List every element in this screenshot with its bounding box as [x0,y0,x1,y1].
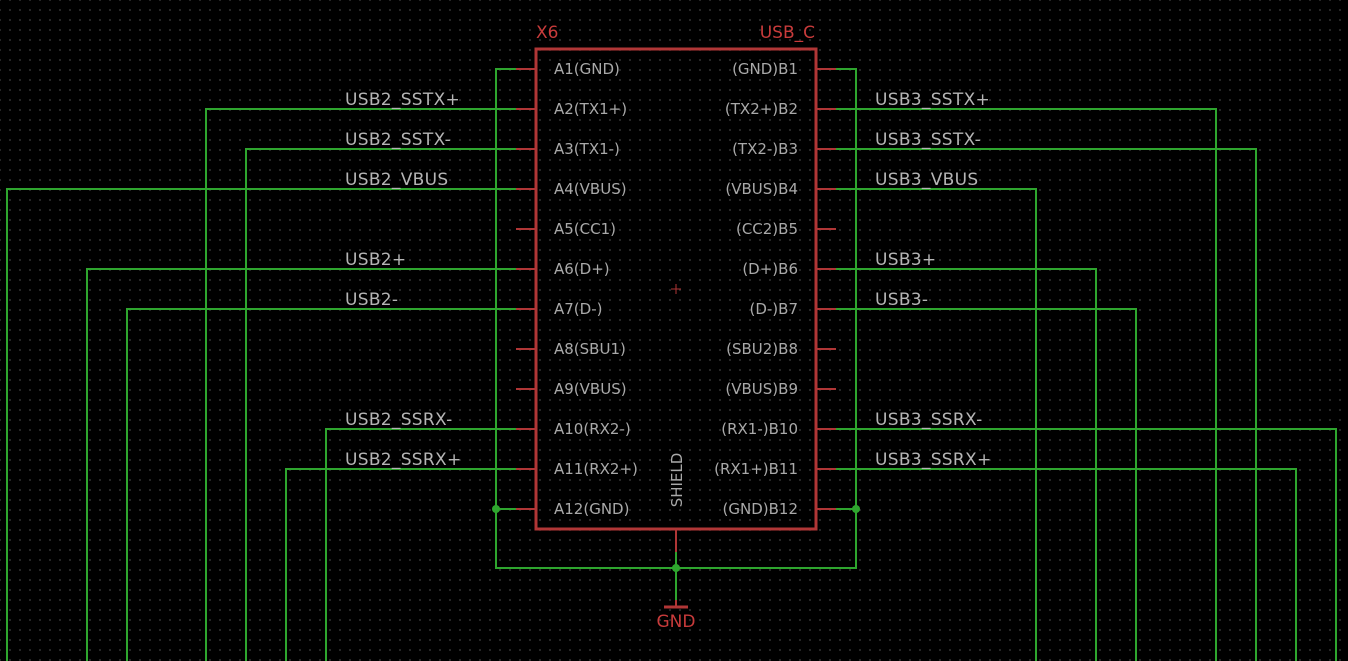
part-value[interactable]: USB_C [760,23,815,43]
pin-label-left: A8(SBU1) [554,340,626,358]
pin-label-right: (TX2-)B3 [732,140,798,158]
pin-label-right: (GND)B1 [732,60,798,78]
net-wire-left[interactable] [126,308,516,661]
gnd-wires[interactable] [495,68,857,600]
net-wire-left[interactable] [86,268,516,661]
pin-label-left: A3(TX1-) [554,140,620,158]
pin-label-left: A7(D-) [554,300,602,318]
net-wires[interactable] [6,108,1337,661]
net-label-left[interactable]: USB2_SSTX+ [345,90,460,110]
pin-stubs[interactable] [516,68,836,510]
junction-dot [852,505,860,513]
pin-label-right: (TX2+)B2 [725,100,798,118]
pin-label-left: A11(RX2+) [554,460,638,478]
net-label-right[interactable]: USB3_SSRX- [875,410,983,430]
pin-label-right: (SBU2)B8 [726,340,798,358]
net-wire-right[interactable] [836,468,1297,661]
pin-label-right: (VBUS)B9 [725,380,798,398]
pin-label-right: (D-)B7 [749,300,798,318]
net-wire-left[interactable] [205,108,516,661]
net-label-left[interactable]: USB2+ [345,250,406,270]
junction-dot [492,505,500,513]
pin-label-left: A10(RX2-) [554,420,631,438]
origin-cross-icon [671,284,681,294]
pin-label-right: (D+)B6 [742,260,798,278]
net-label-left[interactable]: USB2_SSTX- [345,130,451,150]
pin-label-right: (GND)B12 [723,500,798,518]
pin-label-left: A4(VBUS) [554,180,627,198]
net-label-right[interactable]: USB3_SSTX- [875,130,981,150]
pin-label-right: (RX1+)B11 [714,460,798,478]
labels: A1(GND) A2(TX1+) USB2_SSTX+ A3(TX1-) USB2_SS… [345,60,992,518]
net-wire-left[interactable] [6,188,516,661]
pin-label-left: A5(CC1) [554,220,616,238]
net-wire-left[interactable] [285,468,516,661]
pin-label-left: A9(VBUS) [554,380,627,398]
net-label-right[interactable]: USB3- [875,290,928,310]
net-label-right[interactable]: USB3_VBUS [875,170,978,190]
net-wire-right[interactable] [836,188,1037,661]
pin-label-left: A1(GND) [554,60,620,78]
pin-label-right: (CC2)B5 [736,220,798,238]
net-wire-right[interactable] [836,428,1337,661]
net-label-right[interactable]: USB3+ [875,250,936,270]
net-wire-left[interactable] [245,148,516,661]
net-wire-right[interactable] [836,268,1097,661]
pin-label-left: A12(GND) [554,500,629,518]
net-wire-right[interactable] [836,308,1137,661]
junction-dot [672,564,680,572]
pin-label-right: (RX1-)B10 [721,420,798,438]
net-label-left[interactable]: USB2_SSRX- [345,410,453,430]
net-wire-left[interactable] [325,428,516,661]
net-label-right[interactable]: USB3_SSRX+ [875,450,992,470]
net-wire-right[interactable] [836,148,1257,661]
shield-label: SHIELD [668,453,686,508]
ground-symbol[interactable] [664,600,688,609]
net-label-left[interactable]: USB2_VBUS [345,170,448,190]
net-label-left[interactable]: USB2_SSRX+ [345,450,462,470]
pin-label-right: (VBUS)B4 [725,180,798,198]
net-label-right[interactable]: USB3_SSTX+ [875,90,990,110]
net-wire-right[interactable] [836,108,1217,661]
part-reference[interactable]: X6 [536,23,558,43]
pin-label-left: A2(TX1+) [554,100,627,118]
net-label-left[interactable]: USB2- [345,290,398,310]
pin-label-left: A6(D+) [554,260,610,278]
ground-label: GND [657,612,696,632]
